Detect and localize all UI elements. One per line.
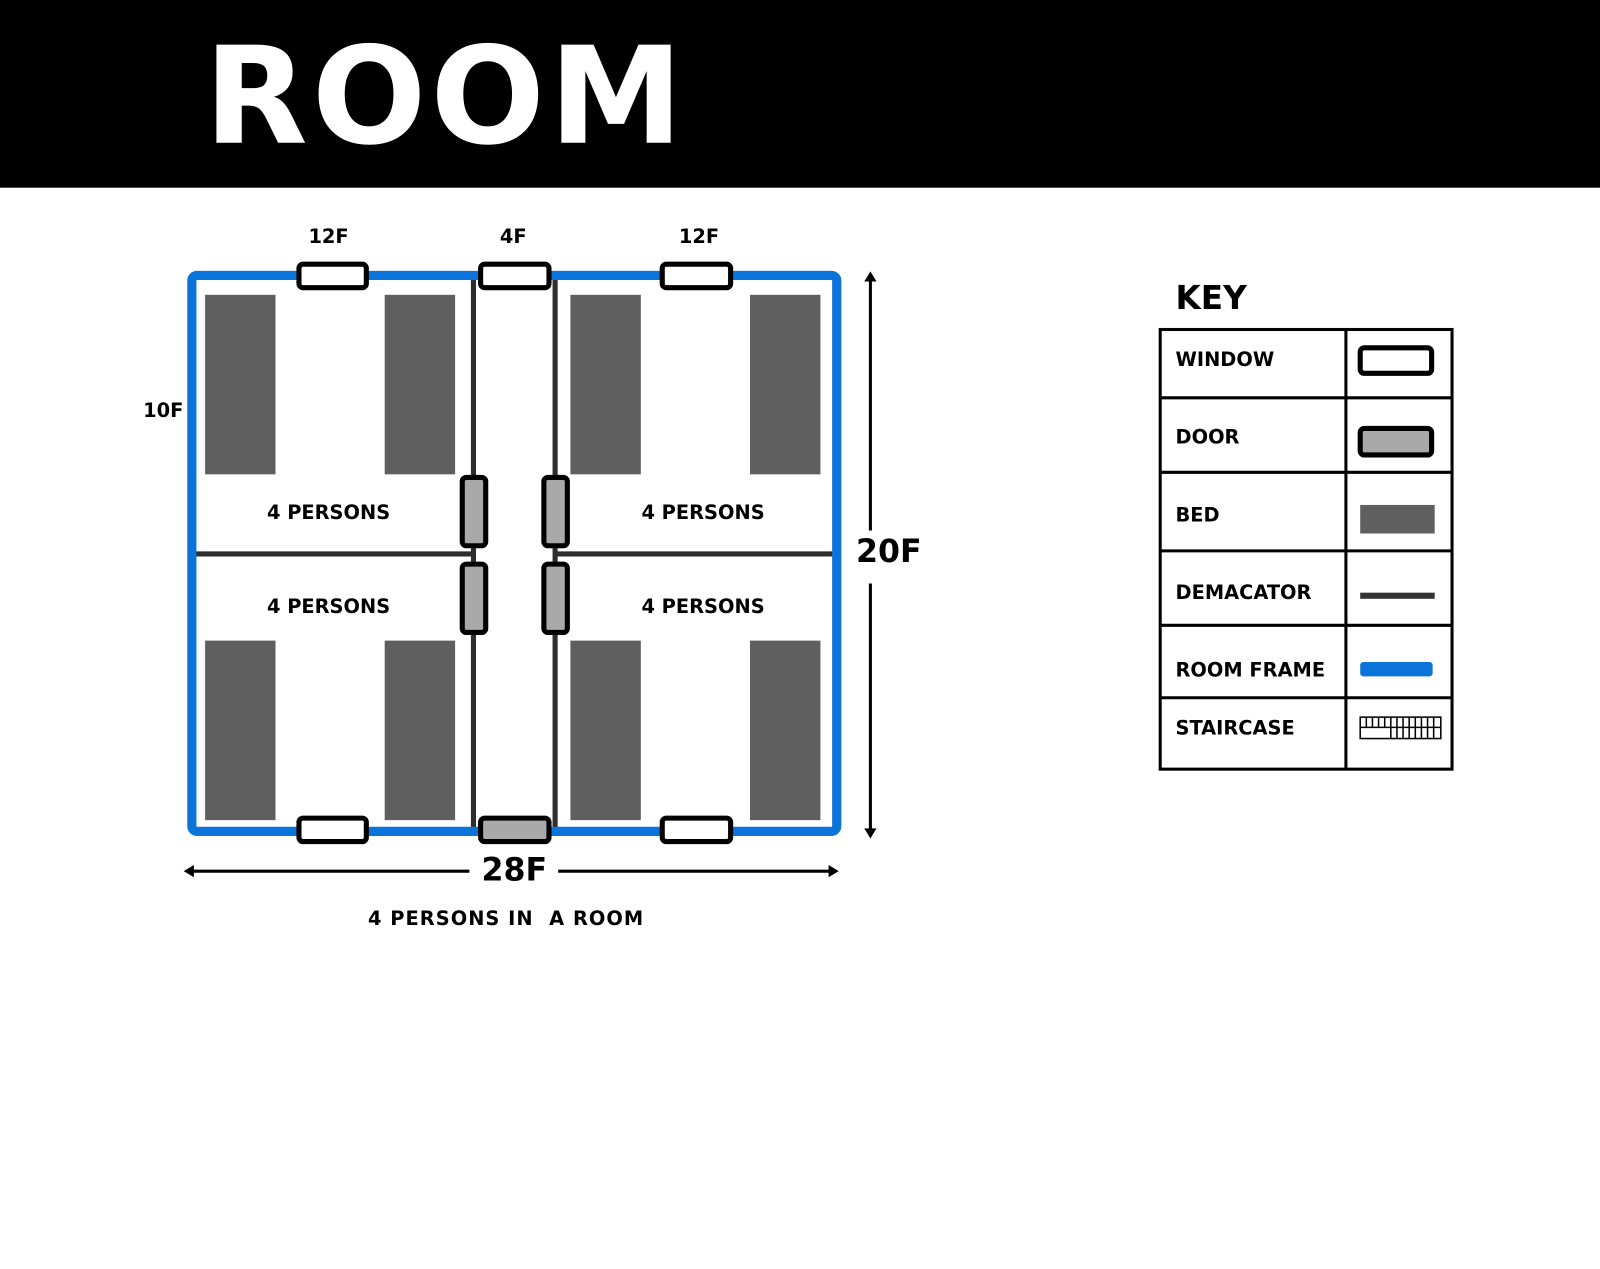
window [296, 815, 369, 845]
width-arrow [183, 865, 839, 878]
openings [296, 261, 734, 845]
demarcator-icon [1360, 592, 1435, 599]
bed-icon [1360, 504, 1435, 534]
room-label: 4 PERSONS [267, 501, 390, 524]
page-title: ROOM [204, 18, 687, 175]
key-label-bed: BED [1176, 503, 1220, 526]
bed [750, 640, 821, 821]
window [296, 261, 369, 291]
dimension-label: 12F [679, 225, 719, 248]
door [541, 561, 570, 636]
bed [384, 640, 456, 821]
main-door [478, 815, 552, 845]
height-dimension: 20F [856, 534, 922, 570]
key-label-door: DOOR [1176, 426, 1240, 449]
dimension-label: 12F [308, 225, 348, 248]
bed [750, 294, 821, 475]
door [459, 474, 489, 549]
window [659, 815, 734, 845]
key-title: KEY [1176, 279, 1248, 317]
room-label: 4 PERSONS [267, 595, 390, 618]
bed [570, 294, 641, 475]
beds [205, 294, 821, 821]
dimension-label: 10F [143, 399, 183, 422]
door [541, 474, 570, 549]
door-icon [1357, 425, 1435, 458]
key-label-staircase: STAIRCASE [1176, 716, 1295, 739]
dimension-label: 4F [500, 225, 527, 248]
key-table: WINDOW DOOR BED DEMACATOR ROOM FRAME STA… [1158, 327, 1454, 771]
bed [384, 294, 456, 475]
demarcators [195, 277, 833, 830]
door [459, 561, 489, 636]
width-dimension: 28F [481, 852, 547, 888]
window [659, 261, 734, 291]
header-bar [0, 0, 1600, 188]
caption: 4 PERSONS IN A ROOM [368, 907, 644, 930]
window [478, 261, 552, 291]
key-label-demarcator: DEMACATOR [1176, 581, 1312, 604]
bed [205, 640, 276, 821]
bed [205, 294, 276, 475]
room-label: 4 PERSONS [641, 501, 764, 524]
height-arrow [864, 271, 877, 839]
bed [570, 640, 641, 821]
room-frame-icon [1360, 662, 1433, 677]
window-icon [1357, 345, 1435, 376]
room-label: 4 PERSONS [641, 595, 764, 618]
key-label-window: WINDOW [1176, 348, 1275, 371]
staircase-icon [1359, 716, 1442, 740]
key-label-room-frame: ROOM FRAME [1176, 658, 1326, 681]
